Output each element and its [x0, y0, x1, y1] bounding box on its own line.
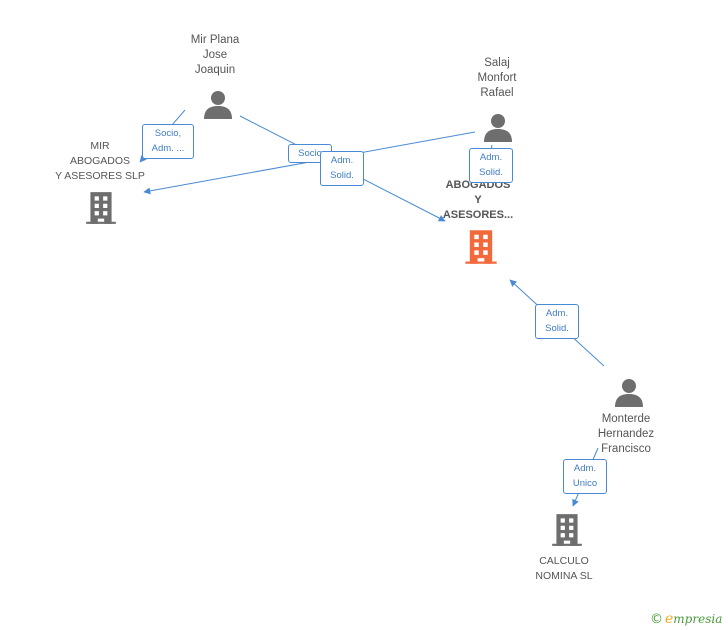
edge-label-socio-adm[interactable]: Socio, Adm. ...	[142, 124, 194, 159]
empresia-logo: ©empresia	[650, 611, 722, 627]
brand-initial: e	[665, 611, 674, 627]
brand-name: mpresia	[673, 612, 723, 626]
node-label-salaj[interactable]: Salaj Monfort Rafael	[477, 57, 517, 99]
edge-label-adm-solid[interactable]: Adm. Solid.	[535, 304, 579, 339]
building-icon[interactable]	[86, 192, 116, 224]
edge-label-adm-unico[interactable]: Adm. Unico	[563, 459, 607, 494]
node-label-mir-plana[interactable]: Mir Plana Jose Joaquin	[190, 34, 240, 76]
building-focus-icon[interactable]	[465, 230, 497, 264]
person-icon[interactable]	[204, 91, 232, 119]
node-label-mir-abogados[interactable]: MIR ABOGADOS Y ASESORES SLP	[55, 140, 145, 182]
node-label-calculo[interactable]: CALCULO NOMINA SL	[535, 555, 593, 582]
copyright-symbol: ©	[650, 612, 663, 627]
building-icon[interactable]	[552, 514, 582, 546]
edge-label-adm-solid[interactable]: Adm. Solid.	[320, 151, 364, 186]
edge-label-adm-solid[interactable]: Adm. Solid.	[469, 148, 513, 183]
person-icon[interactable]	[484, 114, 512, 142]
node-label-monterde[interactable]: Monterde Hernandez Francisco	[597, 413, 655, 455]
node-label-focus-company[interactable]: ABOGADOS Y ASESORES...	[442, 179, 514, 221]
person-icon[interactable]	[615, 379, 643, 407]
